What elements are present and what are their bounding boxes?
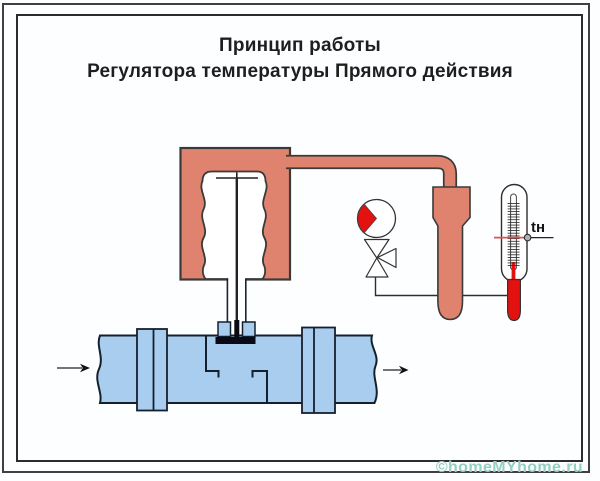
title-line-1: Принцип работы xyxy=(219,35,381,56)
flange-left xyxy=(136,328,168,412)
thermometer-tube xyxy=(510,193,517,271)
level-marker xyxy=(523,233,532,242)
capillary-tube xyxy=(286,156,456,191)
bellows xyxy=(200,170,268,280)
thermometer-scale xyxy=(507,203,520,267)
flange-right xyxy=(301,326,336,414)
gauge-red-sector xyxy=(357,203,378,234)
thermometer-column xyxy=(511,262,516,282)
outer-border xyxy=(2,3,590,473)
valve-seat-right xyxy=(251,370,268,403)
flow-arrow-left-icon xyxy=(57,363,90,373)
gland-block-left xyxy=(217,321,232,338)
gland-block-right xyxy=(241,321,256,338)
impulse-line xyxy=(374,277,510,297)
flow-arrow-right-icon xyxy=(383,365,409,375)
valve-seat-left xyxy=(205,336,220,378)
valve-plug xyxy=(215,337,256,344)
page-title: Принцип работы Регулятора температуры Пр… xyxy=(0,33,600,85)
sensor-bulb xyxy=(432,186,471,321)
title-line-2: Регулятора температуры Прямого действия xyxy=(87,61,513,82)
sensor-temperature-label: tн xyxy=(531,219,546,236)
watermark: ©homeMYhome.ru xyxy=(435,459,583,476)
thermometer xyxy=(494,183,554,322)
thermometer-bulb xyxy=(507,278,521,322)
stem-through-gland xyxy=(234,320,240,344)
diagram-frame xyxy=(16,14,583,462)
three-way-valve-icon xyxy=(363,238,397,278)
